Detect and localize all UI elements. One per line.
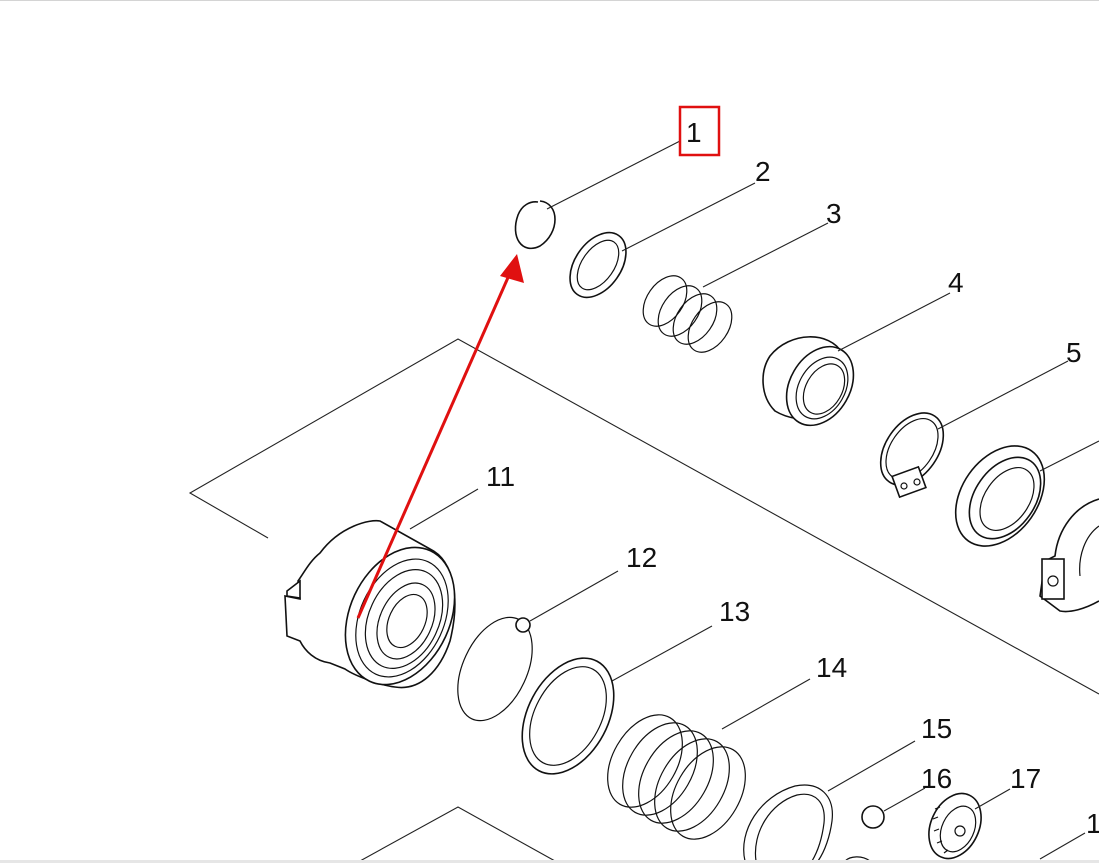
callout-1[interactable]: 1 (686, 117, 702, 148)
callout-2[interactable]: 2 (755, 156, 771, 187)
callout-17[interactable]: 17 (1010, 763, 1041, 794)
callout-4[interactable]: 4 (948, 267, 964, 298)
part-11-pulley[interactable] (284, 488, 479, 702)
part-15-washer[interactable] (743, 740, 916, 862)
part-7-housing[interactable] (1039, 498, 1099, 613)
callout-12[interactable]: 12 (626, 542, 657, 573)
callout-3[interactable]: 3 (826, 198, 842, 229)
assembly-plate-upper (188, 338, 1099, 695)
callout-16[interactable]: 16 (921, 763, 952, 794)
part-18-fragment[interactable] (844, 832, 1086, 862)
part-17-knurled-nut[interactable] (919, 785, 1011, 864)
callout-18-partial[interactable]: 1 (1086, 808, 1099, 839)
part-14-spring[interactable] (592, 678, 811, 852)
annotation-arrow (356, 254, 524, 619)
callout-14[interactable]: 14 (816, 652, 847, 683)
callout-1-highlight-box (678, 105, 721, 157)
part-2-washer[interactable] (559, 182, 756, 308)
part-16-ball[interactable] (861, 787, 926, 829)
part-6-bearing[interactable] (937, 429, 1099, 563)
bottom-edge (0, 860, 1099, 863)
part-13-washer[interactable] (504, 625, 713, 790)
part-1-snap-ring[interactable] (514, 140, 681, 250)
part-5-circlip[interactable] (868, 360, 1069, 499)
part-3-spring[interactable] (634, 222, 829, 360)
callout-15[interactable]: 15 (921, 713, 952, 744)
part-4-bushing[interactable] (762, 292, 951, 437)
assembly-plate-lower (359, 806, 556, 862)
callout-13[interactable]: 13 (719, 596, 750, 627)
callout-11[interactable]: 11 (486, 461, 515, 492)
callout-5[interactable]: 5 (1066, 337, 1082, 368)
part-12-o-ring[interactable] (443, 570, 619, 732)
